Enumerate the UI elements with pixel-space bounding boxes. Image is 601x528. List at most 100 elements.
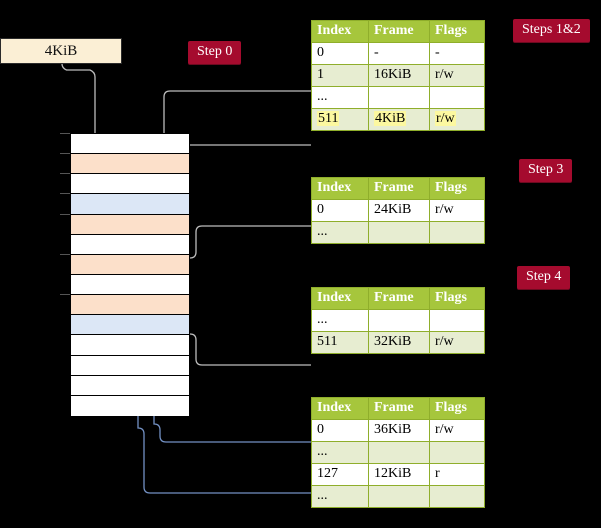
cell-flags <box>429 485 485 508</box>
wire-pdpt-to-mem <box>175 225 311 306</box>
column-header-frame: Frame <box>368 397 430 420</box>
memory-tick-1 <box>60 153 70 155</box>
cell-frame: 16KiB <box>368 64 430 87</box>
cell-index: 1 <box>311 64 369 87</box>
highlighted-value: 511 <box>317 111 340 126</box>
cell-frame: 32KiB <box>368 331 430 354</box>
cell-index: 0 <box>311 42 369 65</box>
cell-frame: 12KiB <box>368 463 430 486</box>
memory-tick-8 <box>60 294 70 296</box>
table-row[interactable]: ... <box>311 86 485 109</box>
cell-index: ... <box>311 485 369 508</box>
column-header-flags: Flags <box>429 287 485 310</box>
column-header-flags: Flags <box>429 20 485 43</box>
column-header-index: Index <box>311 287 369 310</box>
cell-frame: 24KiB <box>368 199 430 222</box>
source-frame-box: 4KiB <box>0 38 122 64</box>
cell-flags: r/w <box>429 64 485 87</box>
cell-flags: r/w <box>429 419 485 442</box>
memory-row-7 <box>71 274 189 296</box>
badge-step-4: Step 4 <box>517 266 571 289</box>
cell-flags: r/w <box>429 199 485 222</box>
column-header-frame: Frame <box>368 20 430 43</box>
cell-index: 127 <box>311 463 369 486</box>
cell-index: ... <box>311 309 369 332</box>
column-header-frame: Frame <box>368 177 430 200</box>
column-header-index: Index <box>311 20 369 43</box>
cell-index: 0 <box>311 419 369 442</box>
table-row[interactable]: ... <box>311 441 485 464</box>
memory-tick-0 <box>60 133 70 134</box>
badge-step-0: Step 0 <box>188 41 242 64</box>
cell-flags <box>429 441 485 464</box>
cell-flags: r/w <box>429 331 485 354</box>
cell-frame <box>368 221 430 244</box>
table-row[interactable]: ... <box>311 221 485 244</box>
table-row[interactable]: 511 4KiB r/w <box>311 108 485 131</box>
cell-index: ... <box>311 221 369 244</box>
memory-row-13 <box>71 395 189 416</box>
column-header-flags: Flags <box>429 397 485 420</box>
cell-frame <box>368 309 430 332</box>
cell-index: 511 <box>311 108 369 131</box>
memory-tick-6 <box>60 253 70 255</box>
cell-frame <box>368 441 430 464</box>
memory-row-1 <box>71 154 189 175</box>
column-header-index: Index <box>311 397 369 420</box>
cell-index: 511 <box>311 331 369 354</box>
cell-index: ... <box>311 441 369 464</box>
wire-pd-to-mem <box>169 308 311 366</box>
memory-row-11 <box>71 355 189 376</box>
table-row[interactable]: ... <box>311 485 485 508</box>
cell-frame: 4KiB <box>368 108 430 131</box>
memory-row-9 <box>71 315 189 336</box>
memory-tick-4 <box>60 213 70 215</box>
column-header-frame: Frame <box>368 287 430 310</box>
cell-frame <box>368 86 430 109</box>
memory-tick-2 <box>60 173 70 175</box>
cell-frame: 36KiB <box>368 419 430 442</box>
cell-index: 0 <box>311 199 369 222</box>
highlighted-value: r/w <box>435 111 456 126</box>
cell-frame: - <box>368 42 430 65</box>
cell-flags: - <box>429 42 485 65</box>
cell-flags <box>429 86 485 109</box>
memory-row-12 <box>71 375 189 396</box>
column-header-index: Index <box>311 177 369 200</box>
badge-steps-1-and-2: Steps 1&2 <box>513 19 590 42</box>
table-row[interactable]: 0-- <box>311 42 485 65</box>
memory-row-0 <box>71 134 189 155</box>
memory-row-8 <box>71 295 189 316</box>
memory-tick-3 <box>60 193 70 195</box>
column-header-flags: Flags <box>429 177 485 200</box>
cell-flags <box>429 221 485 244</box>
badge-step-3: Step 3 <box>519 159 573 182</box>
memory-row-5 <box>71 234 189 255</box>
cell-index: ... <box>311 86 369 109</box>
table-row[interactable]: ... <box>311 309 485 332</box>
cell-flags: r <box>429 463 485 486</box>
highlighted-value: 4KiB <box>374 111 407 126</box>
memory-row-10 <box>71 335 189 356</box>
cell-frame <box>368 485 430 508</box>
physical-memory-column <box>70 133 190 416</box>
memory-row-6 <box>71 254 189 275</box>
cell-flags: r/w <box>429 108 485 131</box>
memory-row-3 <box>71 194 189 215</box>
memory-row-4 <box>71 214 189 235</box>
source-frame-label: 4KiB <box>44 42 78 59</box>
